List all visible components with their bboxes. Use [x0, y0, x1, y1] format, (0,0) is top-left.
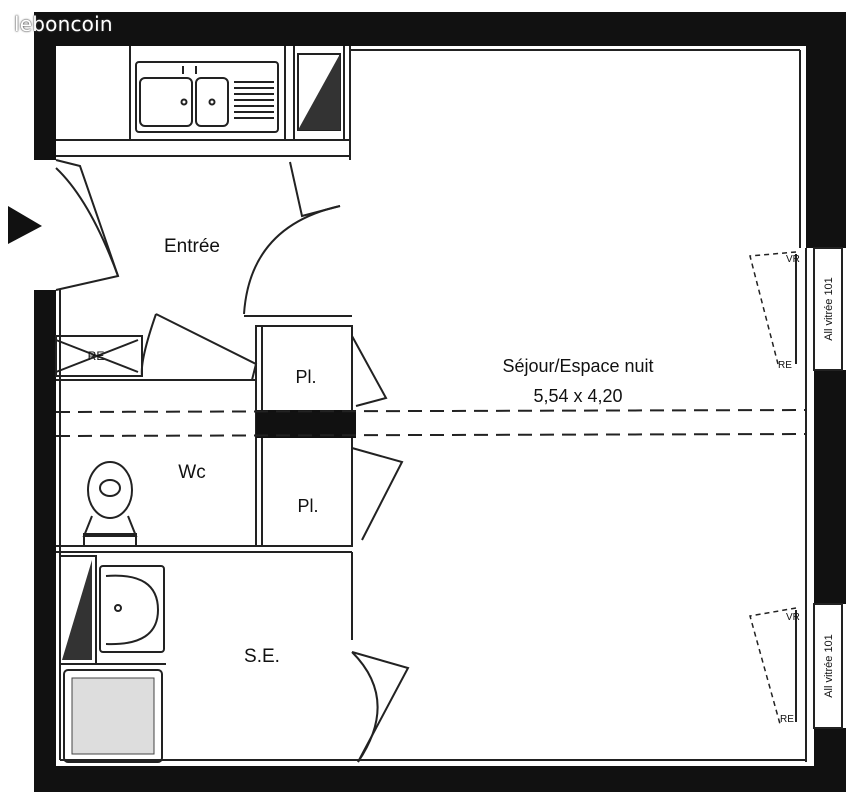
upper-window-top-mark: VR [786, 254, 800, 265]
watermark-logo: leboncoin [14, 12, 113, 36]
structural-wall [256, 410, 356, 438]
dashed-beam [55, 409, 807, 437]
upper-window [749, 247, 843, 371]
entry-cupboard [55, 335, 143, 377]
room-label-wc: Wc [178, 462, 205, 483]
wall-right [806, 12, 846, 248]
kitchenette [56, 46, 351, 160]
room-label-sejour: Séjour/Espace nuit [502, 356, 653, 376]
water-heater-icon [59, 555, 97, 665]
wall-lining [59, 49, 807, 762]
room-dimensions-sejour: 5,54 x 4,20 [533, 386, 622, 406]
wall-bottom [34, 766, 846, 792]
living-room-door [243, 161, 352, 317]
wall-right-mid [814, 370, 846, 604]
room-label-entree: Entrée [164, 236, 220, 257]
washbasin-icon [99, 565, 165, 653]
toilet-icon [82, 461, 138, 547]
lower-window-top-mark: VR [786, 612, 800, 623]
room-label-placard-1: Pl. [295, 367, 316, 387]
entrance-door [55, 159, 120, 291]
sink-icon [135, 61, 279, 133]
lower-window-label: All vitrée 101 [823, 634, 835, 698]
cupboard-label: RE [88, 349, 105, 363]
bathroom-door [351, 651, 410, 763]
wc-door [155, 313, 258, 381]
lower-window [749, 603, 843, 729]
room-label-placard-2: Pl. [297, 496, 318, 516]
outer-walls [34, 12, 846, 792]
shower-tray-icon [63, 669, 163, 763]
upper-window-label: All vitrée 101 [823, 277, 835, 341]
cooktop-icon [297, 53, 341, 131]
wall-left-top [34, 12, 56, 160]
wall-left-low [34, 290, 56, 790]
upper-window-bottom-mark: RE [778, 360, 792, 371]
lower-window-bottom-mark: RE [780, 714, 794, 725]
bathroom-partition [60, 552, 353, 665]
wall-top [34, 12, 846, 46]
entrance-arrow-icon [8, 206, 42, 244]
room-label-salle-eau: S.E. [244, 646, 280, 667]
